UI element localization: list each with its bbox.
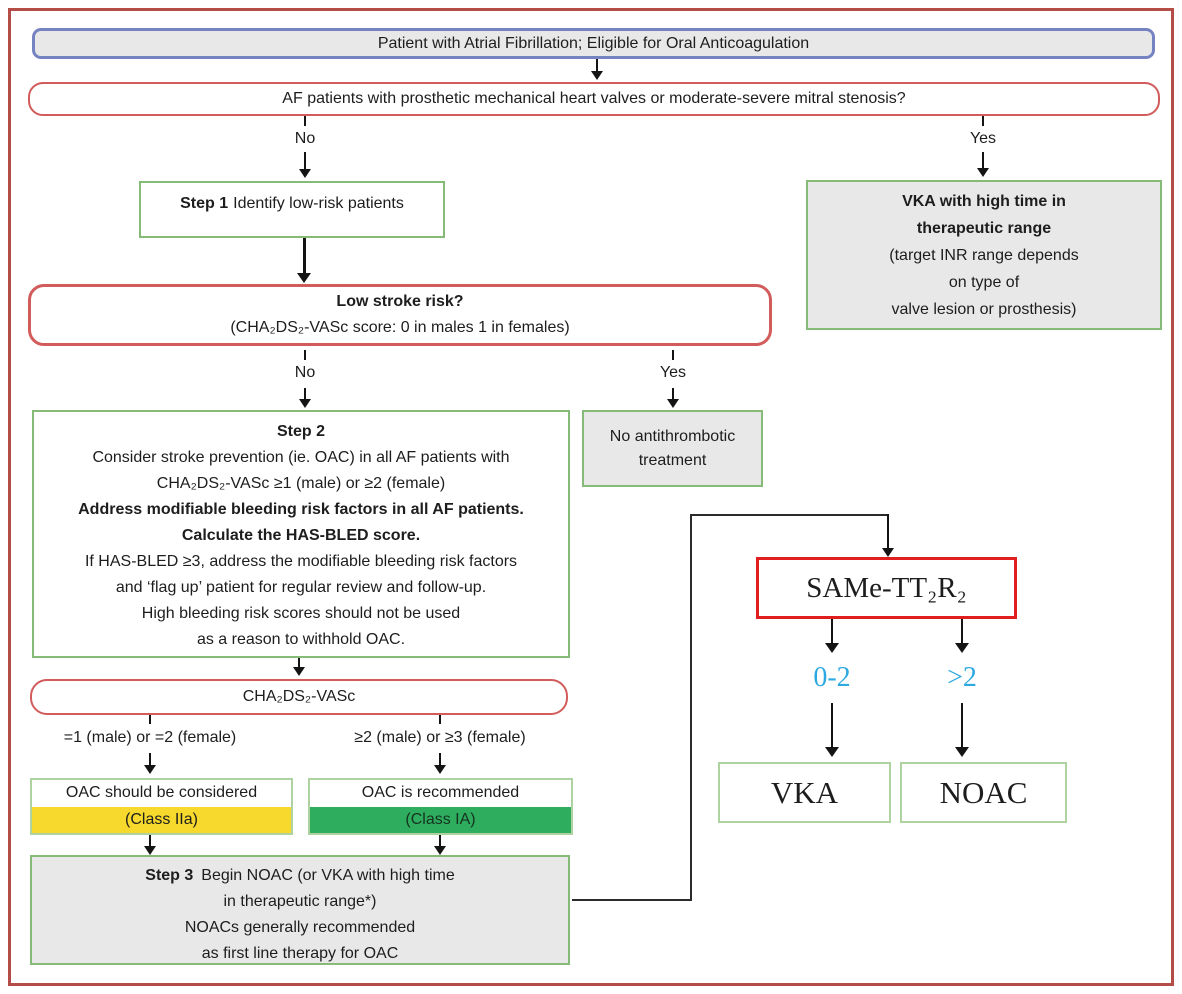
arrowhead-icon [144, 765, 156, 774]
connector-line [831, 703, 833, 748]
connector-line [572, 899, 692, 901]
vka-htr-line: on type of [948, 273, 1020, 291]
step3-line: NOACs generally recommended [184, 919, 416, 936]
noac-node: NOAC [900, 762, 1067, 823]
connector-line [831, 619, 833, 644]
connector-line [690, 514, 888, 516]
connector-line [149, 753, 151, 765]
outer-frame [8, 8, 1174, 986]
branch-label-yes-2: Yes [659, 364, 687, 381]
step2-line: Calculate the HAS-BLED score. [181, 527, 421, 544]
step3-line: in therapeutic range*) [223, 893, 377, 910]
connector-line [304, 152, 306, 169]
score-high-label: >2 [947, 662, 977, 693]
valve-question-node: AF patients with prosthetic mechanical h… [28, 82, 1160, 116]
arrowhead-icon [434, 765, 446, 774]
arrowhead-icon [293, 667, 305, 676]
step2-line: as a reason to withhold OAC. [196, 631, 406, 648]
connector-line [298, 658, 300, 668]
connector-line [439, 753, 441, 765]
oac-considered-class: (Class IIa) [125, 810, 198, 828]
arrowhead-icon [591, 71, 603, 80]
arrowhead-icon [882, 548, 894, 557]
vka-label: VKA [770, 774, 839, 810]
oac-recommended-node: OAC is recommended (Class IA) [308, 778, 573, 835]
step1-text: Identify low-risk patients [233, 195, 404, 212]
vka-htr-line: (target INR range depends [889, 246, 1079, 264]
branch-label-yes-1: Yes [969, 130, 997, 147]
no-treatment-node: No antithrombotic treatment [582, 410, 763, 487]
start-node-label: Patient with Atrial Fibrillation; Eligib… [377, 34, 810, 52]
connector-line [961, 619, 963, 644]
vka-htr-line: valve lesion or prosthesis) [891, 300, 1077, 318]
cha-vasc-label: CHA₂DS₂-VASc [242, 688, 356, 705]
branch-label-no-2: No [294, 364, 316, 381]
oac-recommended-class: (Class IA) [405, 810, 476, 828]
branch-label-eq: =1 (male) or =2 (female) [63, 729, 237, 746]
step2-line: and ‘flag up’ patient for regular review… [115, 579, 487, 596]
arrowhead-icon [667, 399, 679, 408]
connector-line [439, 715, 441, 724]
arrowhead-icon [825, 643, 839, 653]
connector-line [149, 835, 151, 847]
same-tt-label: SAMe-TT₂R₂ [806, 571, 967, 604]
connector-line [982, 152, 984, 168]
oac-considered-node: OAC should be considered (Class IIa) [30, 778, 293, 835]
connector-line [887, 514, 889, 549]
noac-label: NOAC [939, 774, 1028, 810]
connector-line [982, 116, 984, 126]
connector-line [596, 59, 598, 72]
connector-line [304, 388, 306, 400]
arrowhead-icon [297, 273, 311, 283]
oac-recommended-text: OAC is recommended [361, 784, 520, 802]
step2-line: Consider stroke prevention (ie. OAC) in … [92, 449, 510, 466]
step2-line: Address modifiable bleeding risk factors… [78, 501, 524, 518]
same-tt-node: SAMe-TT₂R₂ [756, 557, 1017, 619]
arrowhead-icon [299, 399, 311, 408]
connector-line [149, 715, 151, 724]
step2-line: Step 2 [276, 423, 325, 440]
arrowhead-icon [299, 169, 311, 178]
step3-label: Step 3 [145, 867, 194, 884]
arrowhead-icon [825, 747, 839, 757]
connector-line [672, 388, 674, 400]
vka-htr-node: VKA with high time in therapeutic range … [806, 180, 1162, 330]
branch-label-ge: ≥2 (male) or ≥3 (female) [354, 729, 526, 746]
connector-line [672, 350, 674, 360]
start-node: Patient with Atrial Fibrillation; Eligib… [32, 28, 1155, 59]
oac-considered-text: OAC should be considered [65, 784, 258, 802]
arrowhead-icon [955, 643, 969, 653]
step1-label: Step 1 [180, 195, 229, 212]
arrowhead-icon [144, 846, 156, 855]
vka-htr-line: therapeutic range [916, 219, 1052, 237]
connector-line [304, 116, 306, 126]
connector-line [439, 835, 441, 847]
connector-line [690, 514, 692, 901]
step2-line: CHA₂DS₂-VASc ≥1 (male) or ≥2 (female) [156, 475, 446, 492]
no-treatment-label: No antithrombotic treatment [609, 427, 736, 469]
step3-line: Begin NOAC (or VKA with high time [201, 867, 455, 884]
branch-label-no-1: No [294, 130, 316, 147]
low-risk-title: Low stroke risk? [336, 293, 464, 310]
valve-question-label: AF patients with prosthetic mechanical h… [282, 90, 906, 107]
low-risk-subtitle: (CHA₂DS₂-VASc score: 0 in males 1 in fem… [230, 319, 570, 336]
connector-line [303, 238, 306, 274]
cha-vasc-node: CHA₂DS₂-VASc [30, 679, 568, 715]
step3-line: as first line therapy for OAC [201, 945, 399, 962]
step2-line: High bleeding risk scores should not be … [141, 605, 461, 622]
arrowhead-icon [434, 846, 446, 855]
vka-htr-line: VKA with high time in [902, 192, 1066, 210]
low-risk-node: Low stroke risk? (CHA₂DS₂-VASc score: 0 … [28, 284, 772, 346]
vka-node: VKA [718, 762, 891, 823]
step2-node: Step 2 Consider stroke prevention (ie. O… [32, 410, 570, 658]
connector-line [304, 350, 306, 360]
connector-line [961, 703, 963, 748]
arrowhead-icon [977, 168, 989, 177]
score-low-label: 0-2 [813, 662, 851, 693]
arrowhead-icon [955, 747, 969, 757]
step2-line: If HAS-BLED ≥3, address the modifiable b… [84, 553, 518, 570]
